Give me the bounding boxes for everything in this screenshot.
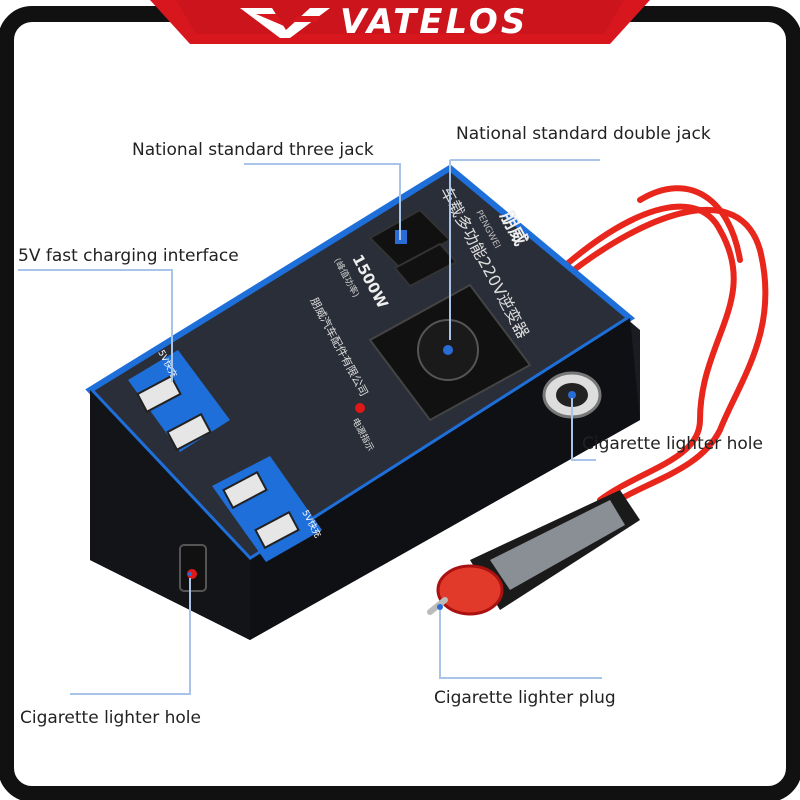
callout-lines: [18, 159, 602, 695]
power-cable: [557, 185, 769, 508]
vatelos-logo-icon: [240, 8, 330, 38]
cigarette-lighter-plug: [427, 490, 640, 616]
lighter-hole-left: [179, 544, 207, 592]
callout-three-jack: National standard three jack: [132, 140, 374, 160]
inverter-body: [85, 164, 640, 640]
universal-socket: [368, 283, 532, 422]
callout-double-jack: National standard double jack: [456, 124, 711, 144]
callout-lighter-plug: Cigarette lighter plug: [434, 688, 616, 708]
power-indicator-led: [355, 403, 365, 413]
brand-wordmark: VATELOS: [340, 2, 529, 42]
callout-lighter-hole-right: Cigarette lighter hole: [582, 434, 763, 454]
callout-lighter-hole-left: Cigarette lighter hole: [20, 708, 201, 728]
callout-fast-charging: 5V fast charging interface: [18, 246, 239, 266]
usb-group-left: 5V快充: [128, 348, 230, 452]
usb-group-right: 5V快充: [212, 456, 324, 562]
